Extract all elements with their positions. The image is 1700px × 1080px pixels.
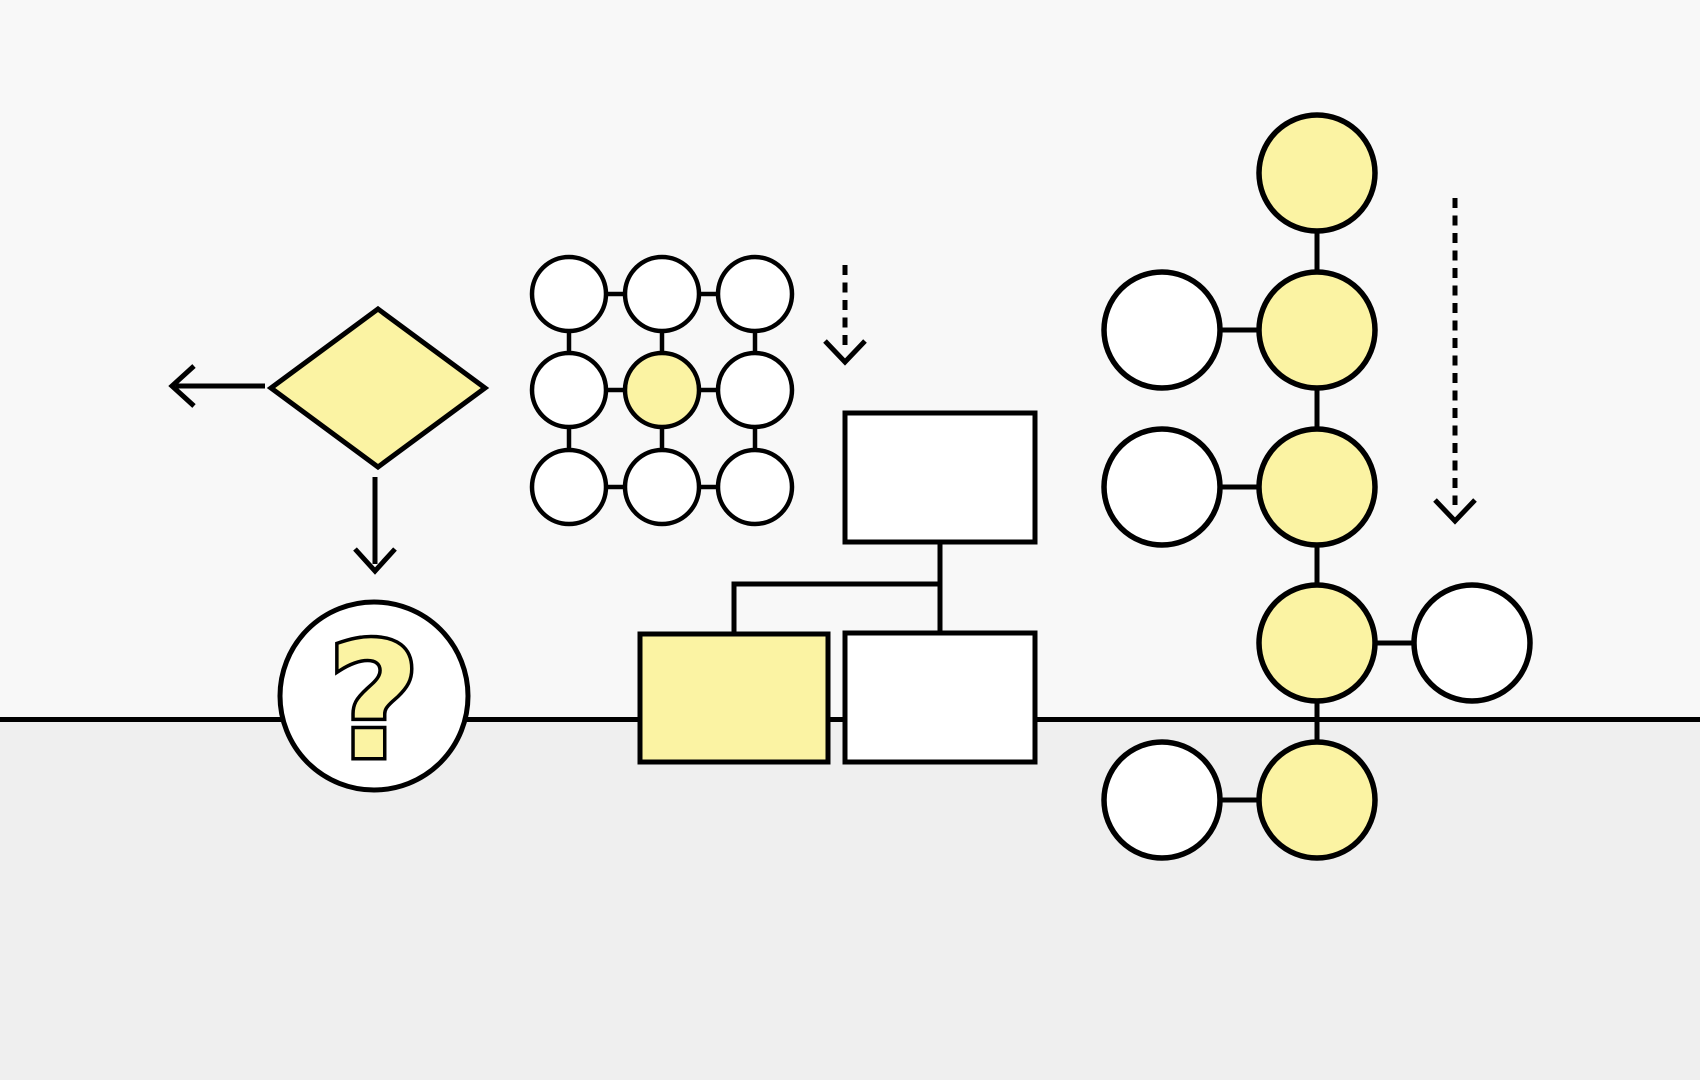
chain-node-white bbox=[1101, 739, 1223, 861]
child-box bbox=[842, 630, 1038, 765]
parent-box bbox=[842, 410, 1038, 545]
chain-node-white bbox=[1101, 426, 1223, 548]
grid-node bbox=[622, 447, 702, 527]
elbow-connector bbox=[731, 581, 940, 634]
highlight-box bbox=[637, 631, 831, 765]
decision-diamond bbox=[266, 305, 490, 471]
grid-dashed-arrow-head bbox=[823, 339, 867, 366]
chain-node-yellow bbox=[1256, 739, 1378, 861]
chain-node-yellow bbox=[1256, 426, 1378, 548]
grid-node bbox=[529, 447, 609, 527]
chain-dashed-arrow-head bbox=[1433, 498, 1477, 525]
question-badge-circle bbox=[277, 599, 471, 793]
grid-node-highlighted bbox=[622, 350, 702, 430]
grid-node bbox=[715, 254, 795, 334]
diamond-left-arrow-head bbox=[168, 364, 196, 408]
chain-node-yellow bbox=[1256, 582, 1378, 704]
grid-node bbox=[529, 350, 609, 430]
question-mark: ? bbox=[328, 608, 421, 795]
chain-node-white bbox=[1101, 269, 1223, 391]
grid-node bbox=[529, 254, 609, 334]
background-bottom bbox=[0, 719, 1700, 1080]
diamond-down-arrow-head bbox=[353, 547, 397, 575]
grid-node bbox=[715, 350, 795, 430]
grid-node bbox=[622, 254, 702, 334]
chain-node-yellow bbox=[1256, 269, 1378, 391]
grid-node bbox=[715, 447, 795, 527]
chain-node-yellow bbox=[1256, 112, 1378, 234]
chain-node-white bbox=[1411, 582, 1533, 704]
